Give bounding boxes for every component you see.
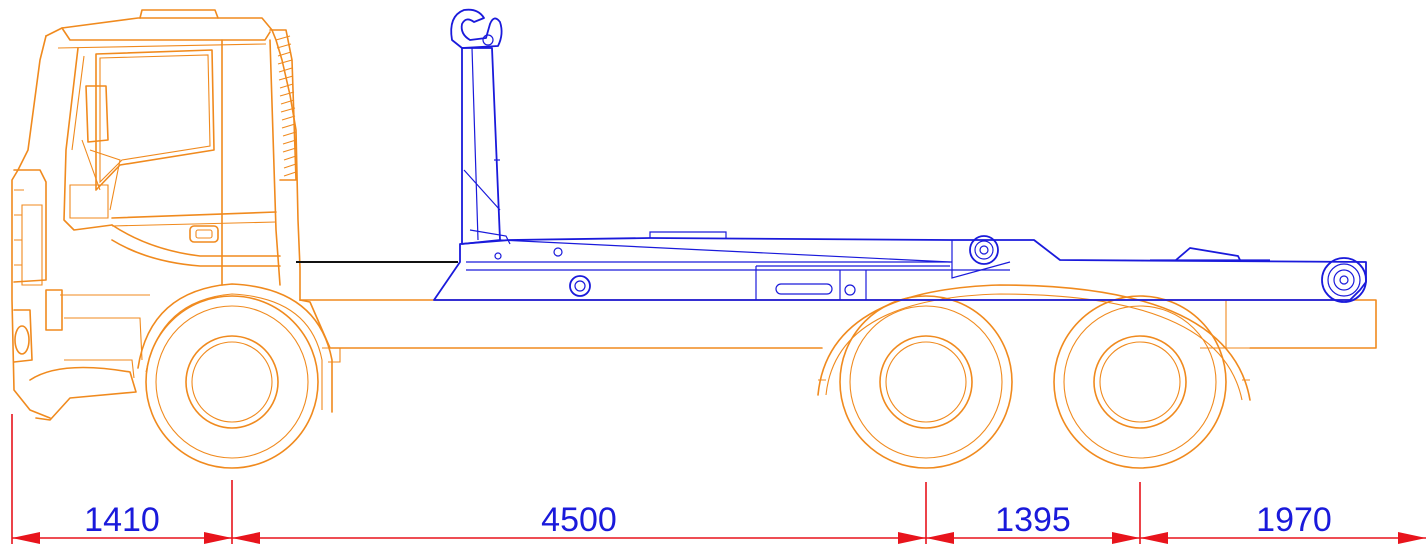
dimension-label-4500: 4500 xyxy=(541,501,617,539)
dimension-label-1395: 1395 xyxy=(995,501,1071,539)
dimension-1410: 1410 xyxy=(12,501,232,544)
hooklift-frame xyxy=(433,231,1367,301)
dimension-4500: 4500 xyxy=(232,501,926,544)
dimension-label-1970: 1970 xyxy=(1256,501,1332,539)
dimension-1970: 1970 xyxy=(1140,501,1426,544)
dimension-label-1410: 1410 xyxy=(84,501,160,539)
hook-head xyxy=(450,8,503,49)
hooklift-body xyxy=(296,8,1367,303)
dimension-1395: 1395 xyxy=(926,501,1140,544)
hooklift-pivots xyxy=(494,235,1367,303)
front-wheel xyxy=(145,295,319,469)
rear-wheel-2 xyxy=(1053,295,1227,469)
front-grille xyxy=(13,169,150,421)
truck-body xyxy=(11,9,1377,469)
dimension-lines: 1410 4500 1395 1970 xyxy=(11,414,1426,544)
cab-vent-hatching xyxy=(275,35,297,177)
hook-arm xyxy=(461,47,511,245)
cab xyxy=(11,9,301,419)
rear-wheel-1 xyxy=(839,295,1013,469)
